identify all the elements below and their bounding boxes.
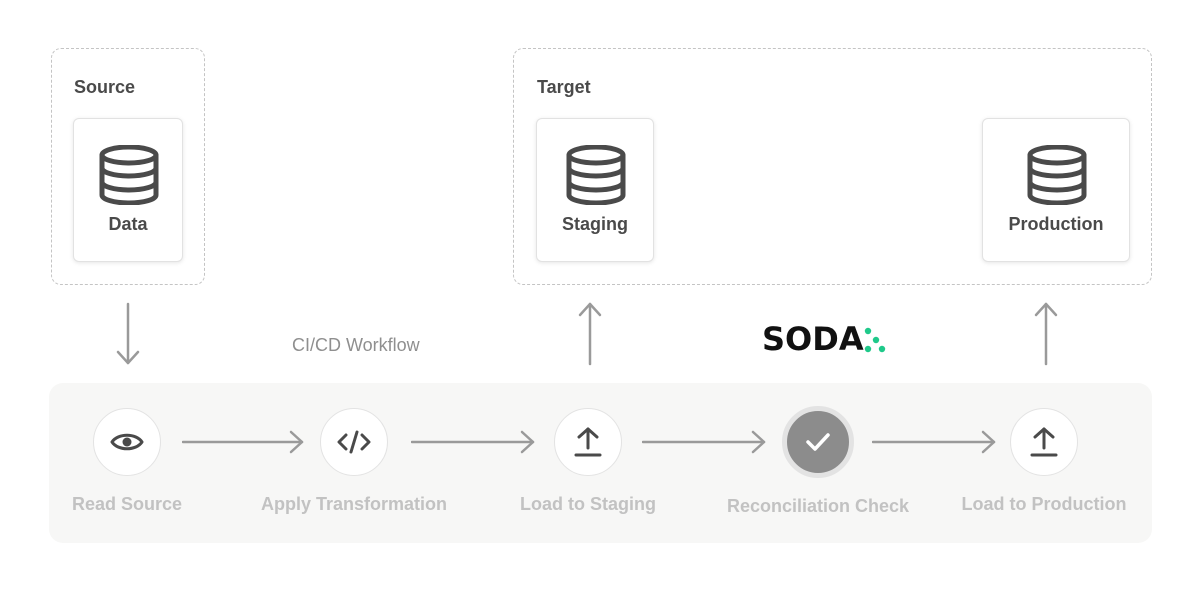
target-title: Target — [537, 77, 591, 97]
step-load-to-staging — [554, 408, 622, 476]
arrow-down-icon — [116, 302, 140, 365]
soda-logo: SODA — [762, 320, 886, 358]
staging-card-label: Staging — [562, 214, 628, 234]
step-label-read-source: Read Source — [71, 494, 183, 514]
staging-card: Staging — [536, 118, 654, 262]
target-group: Target Staging Production — [513, 48, 1152, 285]
arrow-right-icon — [182, 430, 304, 454]
source-title: Source — [74, 77, 136, 97]
arrow-right-icon — [411, 430, 535, 454]
database-icon — [99, 145, 159, 205]
step-read-source — [93, 408, 161, 476]
workflow-panel: Read Source Apply Transformation — [49, 383, 1152, 543]
production-card: Production — [982, 118, 1130, 262]
eye-icon — [110, 433, 144, 451]
check-icon — [806, 433, 830, 451]
logo-text: SODA — [762, 320, 864, 358]
arrow-right-icon — [872, 430, 996, 454]
upload-icon — [574, 427, 602, 457]
step-label-load-to-staging: Load to Staging — [520, 494, 656, 514]
database-icon — [1027, 145, 1087, 205]
code-icon — [337, 430, 371, 454]
arrow-up-icon — [578, 302, 602, 366]
step-label-reconciliation-check: Reconciliation Check — [726, 496, 910, 516]
production-card-label: Production — [1008, 214, 1104, 234]
data-card-label: Data — [108, 214, 148, 234]
step-apply-transformation — [320, 408, 388, 476]
data-card: Data — [73, 118, 183, 262]
step-label-apply-transformation: Apply Transformation — [260, 494, 448, 514]
step-load-to-production — [1010, 408, 1078, 476]
database-icon — [566, 145, 626, 205]
arrow-right-icon — [642, 430, 766, 454]
arrow-up-icon — [1034, 302, 1058, 366]
source-group: Source Data — [51, 48, 205, 285]
upload-icon — [1030, 427, 1058, 457]
step-label-load-to-production: Load to Production — [961, 494, 1127, 514]
step-reconciliation-check — [782, 406, 854, 478]
workflow-label: CI/CD Workflow — [292, 335, 420, 355]
logo-dots-icon — [864, 327, 885, 353]
